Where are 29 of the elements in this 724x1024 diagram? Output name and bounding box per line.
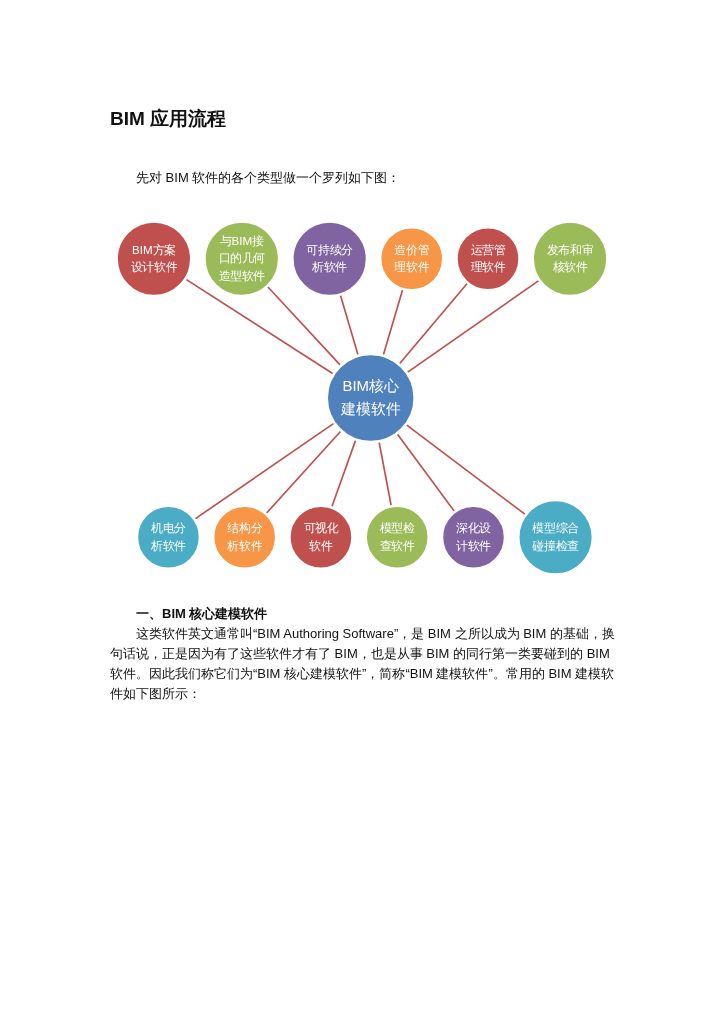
connector — [398, 282, 468, 365]
connector — [396, 433, 456, 513]
connector — [378, 441, 392, 507]
category-circle: 运营管理软件 — [455, 226, 521, 292]
section-heading: 一、BIM 核心建模软件 — [136, 605, 269, 623]
category-circle: BIM核心建模软件 — [325, 352, 416, 444]
connector — [265, 430, 342, 515]
category-circle: BIM方案设计软件 — [115, 220, 193, 298]
category-circle: 机电分析软件 — [135, 504, 202, 570]
category-circle: 与BIM接口的几何造型软件 — [203, 220, 281, 298]
connector — [331, 439, 357, 508]
category-circle: 深化设计软件 — [440, 504, 507, 570]
category-circle: 模型检查软件 — [364, 504, 430, 570]
category-circle: 可视化软件 — [288, 504, 354, 570]
category-circle: 可持续分析软件 — [291, 220, 369, 298]
page-title: BIM 应用流程 — [110, 107, 227, 131]
category-circle: 结构分析软件 — [211, 504, 278, 570]
connector — [406, 279, 540, 374]
category-circle: 发布和审核软件 — [531, 220, 609, 298]
connector — [194, 422, 335, 520]
category-circle: 模型综合碰撞检查 — [517, 498, 595, 576]
category-circle: 造价管理软件 — [379, 226, 445, 292]
connector — [382, 288, 404, 356]
connector — [185, 278, 334, 375]
connector — [266, 285, 342, 366]
connector — [405, 424, 526, 516]
connector — [339, 294, 359, 356]
body-paragraph: 这类软件英文通常叫“BIM Authoring Software”，是 BIM 之所以成为 BIM 的基础，换句话说，正是因为有了这些软件才有了 BIM，也是从事 BIM 的同行第一类要碰到的 BIM 软件。因此我们称它们为“BIM 核心建模软件”，简称“BIM 建模软件”。常用的 BIM 建模软件如下图所示： — [110, 625, 616, 703]
intro-text: 先对 BIM 软件的各个类型做一个罗列如下图： — [136, 169, 402, 187]
